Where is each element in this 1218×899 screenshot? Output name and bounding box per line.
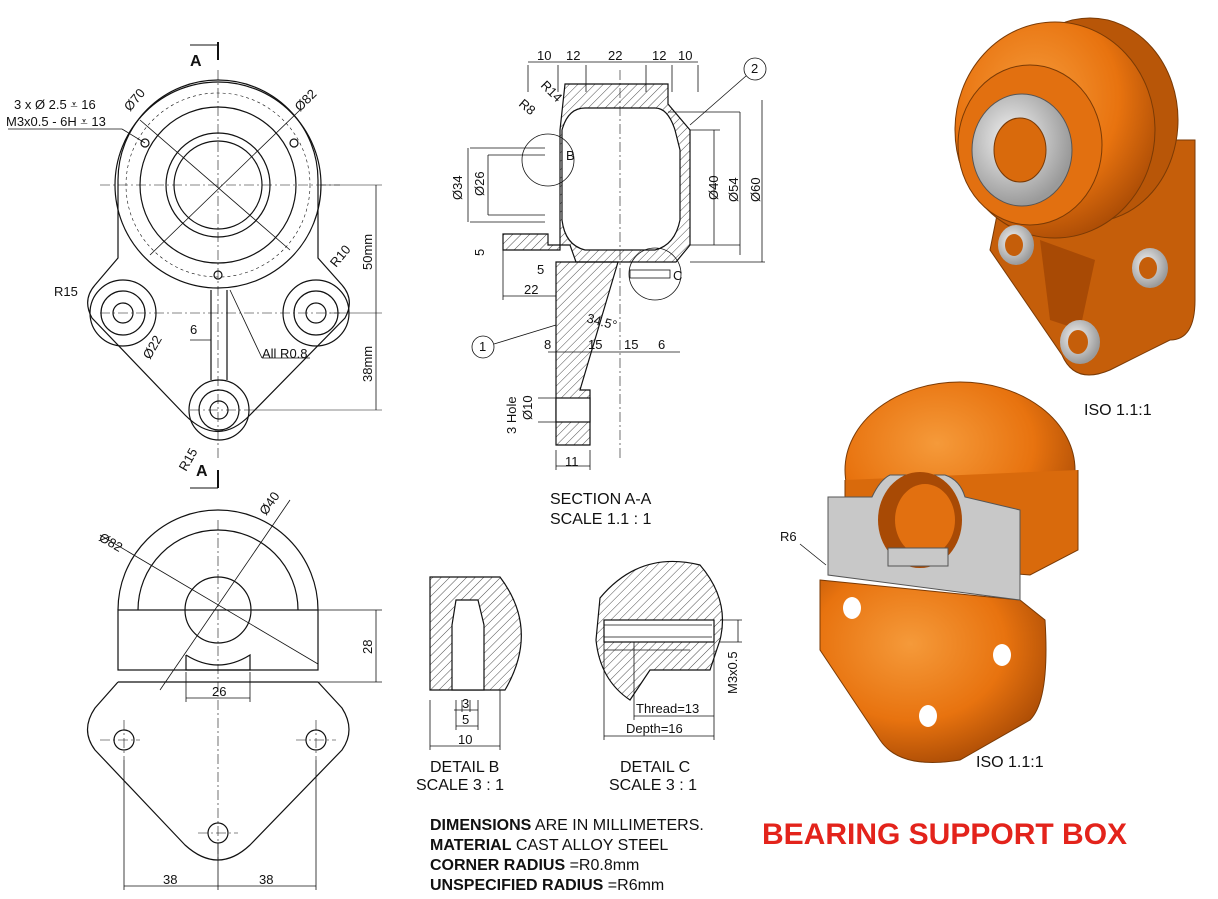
detail-b-w10: 10 (458, 732, 472, 747)
dim-w6: 6 (190, 322, 197, 337)
dim-w11: 11 (565, 454, 579, 469)
detail-b-title: DETAIL B (430, 759, 499, 776)
front-dim-w26: 26 (212, 684, 226, 699)
dim-r15-left: R15 (54, 284, 78, 299)
dim-d54: Ø54 (726, 177, 741, 202)
iso-r6: R6 (780, 529, 797, 544)
note-dimensions-key: DIMENSIONS (430, 817, 532, 834)
dim-h50: 50mm (360, 234, 375, 270)
note-corner-radius: CORNER RADIUS =R0.8mm (430, 856, 704, 876)
note-unspecified-radius-value: =R6mm (603, 877, 665, 894)
section-top-dim-3: 22 (608, 48, 622, 63)
dim-d10: Ø10 (520, 395, 535, 420)
detail-c-thread: Thread=13 (636, 701, 699, 716)
dim-h5: 5 (537, 262, 544, 277)
detail-c-labels: M3x0.5 Thread=13 Depth=16 DETAIL C SCALE… (609, 651, 740, 794)
note-corner-radius-key: CORNER RADIUS (430, 857, 566, 874)
front-dim-w38a: 38 (163, 872, 177, 887)
hole-note-1: 3 x Ø 2.5 ⩡ 16 (14, 97, 96, 112)
all-r08-note: All R0.8 (262, 346, 308, 361)
detail-b (429, 576, 522, 750)
dim-r14: R14 (538, 78, 565, 105)
section-top-dim-5: 10 (678, 48, 692, 63)
dim-d60: Ø60 (748, 177, 763, 202)
detail-c-m3: M3x0.5 (725, 651, 740, 694)
section-scale: SCALE 1.1 : 1 (550, 511, 651, 528)
top-view-outline (87, 79, 350, 433)
dim-d40: Ø40 (706, 175, 721, 200)
section-view (467, 57, 767, 470)
detail-c-mark: C (673, 268, 682, 283)
detail-c (595, 560, 742, 740)
iso-label-top: ISO 1.1:1 (1084, 402, 1152, 419)
note-material-key: MATERIAL (430, 837, 512, 854)
front-dim-h28: 28 (360, 640, 375, 654)
note-corner-radius-value: =R0.8mm (565, 857, 640, 874)
front-dim-d40: Ø40 (256, 489, 282, 518)
note-material-value: CAST ALLOY STEEL (511, 837, 669, 854)
front-dim-d82: Ø82 (97, 530, 126, 555)
dim-d26: Ø26 (472, 171, 487, 196)
balloon-2: 2 (751, 61, 758, 76)
note-unspecified-radius: UNSPECIFIED RADIUS =R6mm (430, 876, 704, 896)
section-bottom-dim-1: 8 (544, 337, 551, 352)
balloon-1: 1 (479, 339, 486, 354)
dim-v5: 5 (472, 249, 487, 256)
detail-c-scale: SCALE 3 : 1 (609, 777, 697, 794)
section-mark-bottom: A (196, 463, 208, 480)
section-top-dim-2: 12 (566, 48, 580, 63)
dim-d22: Ø22 (140, 333, 165, 362)
section-top-dim-4: 12 (652, 48, 666, 63)
section-top-dim-1: 10 (537, 48, 551, 63)
detail-b-w3: 3 (462, 696, 469, 711)
dim-3-hole: 3 Hole (504, 396, 519, 434)
iso-view-bottom (799, 381, 1079, 763)
dim-r10: R10 (327, 242, 354, 270)
section-mark-top: A (190, 53, 202, 70)
section-bottom-dim-2: 15 (588, 337, 602, 352)
dim-r8: R8 (516, 96, 538, 118)
note-dimensions: DIMENSIONS ARE IN MILLIMETERS. (430, 816, 704, 836)
note-unspecified-radius-key: UNSPECIFIED RADIUS (430, 877, 604, 894)
dim-d34: Ø34 (450, 175, 465, 200)
iso-view-top (954, 17, 1196, 376)
note-dimensions-value: ARE IN MILLIMETERS. (531, 817, 704, 834)
front-view (86, 499, 382, 890)
dim-h38: 38mm (360, 346, 375, 382)
dim-w22: 22 (524, 282, 538, 297)
note-material: MATERIAL CAST ALLOY STEEL (430, 836, 704, 856)
detail-c-depth: Depth=16 (626, 721, 683, 736)
detail-b-w5: 5 (462, 712, 469, 727)
section-bottom-dim-3: 15 (624, 337, 638, 352)
front-dim-w38b: 38 (259, 872, 273, 887)
detail-c-title: DETAIL C (620, 759, 690, 776)
top-view-labels: A A 3 x Ø 2.5 ⩡ 16 M3x0.5 - 6H ⩡ 13 Ø70 … (6, 53, 375, 480)
dim-d70: Ø70 (121, 85, 148, 113)
detail-b-labels: 3 5 10 DETAIL B SCALE 3 : 1 (416, 696, 504, 794)
detail-b-scale: SCALE 3 : 1 (416, 777, 504, 794)
hole-note-2: M3x0.5 - 6H ⩡ 13 (6, 114, 106, 129)
section-bore (561, 107, 681, 251)
detail-b-mark: B (566, 148, 575, 163)
notes-block: DIMENSIONS ARE IN MILLIMETERS. MATERIAL … (430, 816, 704, 896)
front-view-arch (117, 509, 319, 611)
section-title: SECTION A-A (550, 491, 652, 508)
section-bottom-dim-4: 6 (658, 337, 665, 352)
drawing-title: BEARING SUPPORT BOX (762, 818, 1128, 851)
top-view (8, 42, 382, 489)
iso-label-bottom: ISO 1.1:1 (976, 754, 1044, 771)
dim-d82: Ø82 (292, 86, 320, 114)
section-view-labels: 10 12 22 12 10 R8 R14 B C Ø34 Ø26 Ø40 Ø5… (450, 48, 763, 528)
